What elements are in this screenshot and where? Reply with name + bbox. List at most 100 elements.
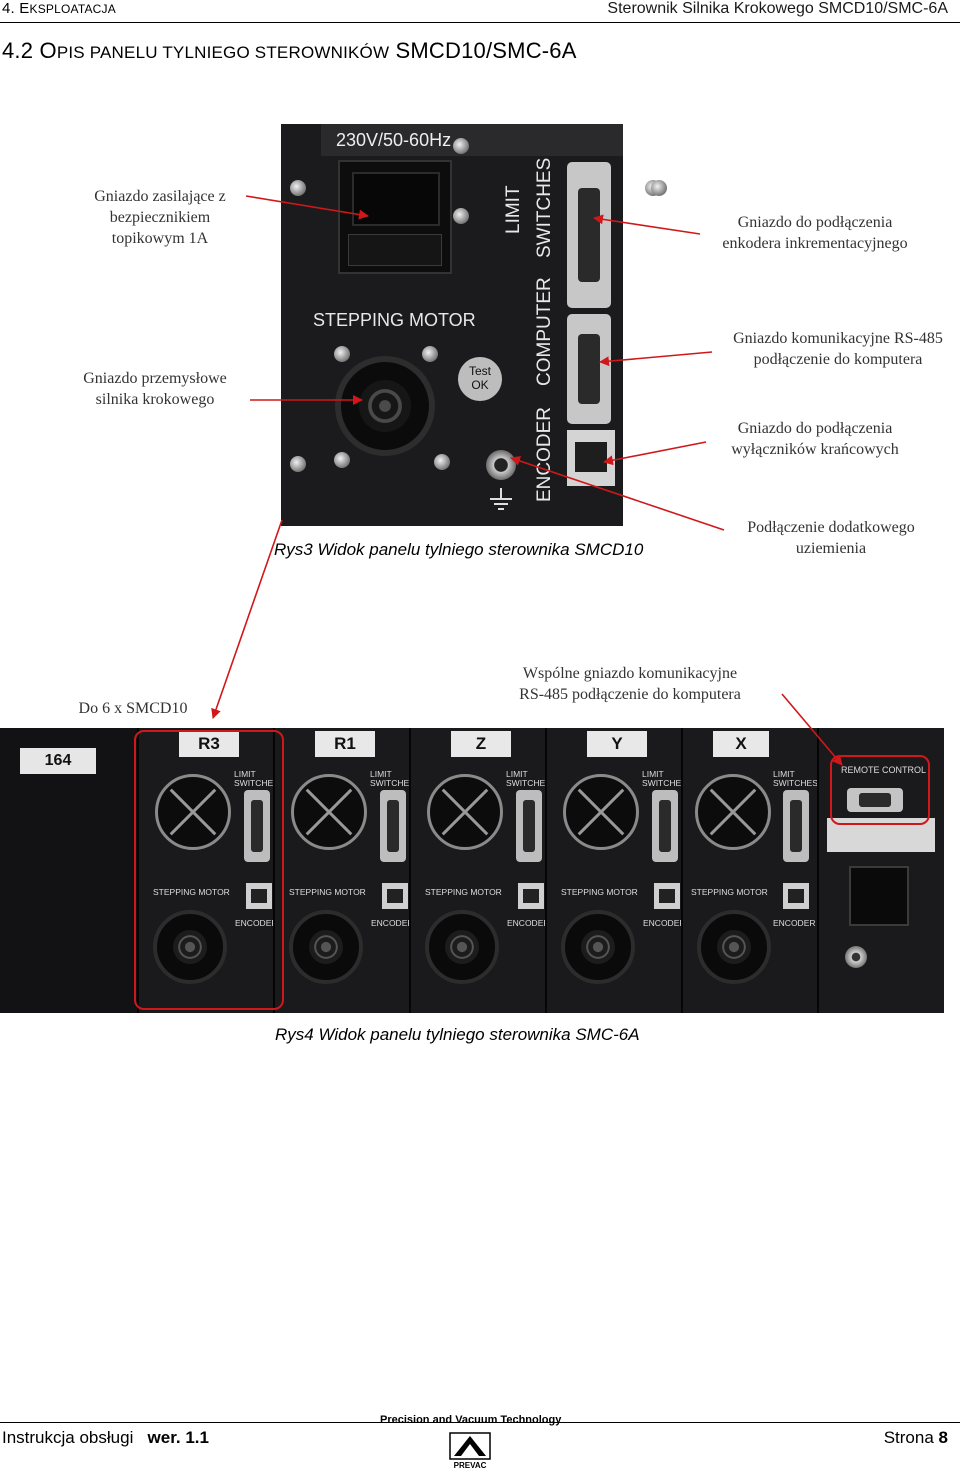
- smcd10-rear-panel: 230V/50-60Hz LIMIT SWITCHES COMPUTER ENC…: [281, 124, 667, 526]
- fan-icon: [563, 774, 639, 850]
- figure2-caption: Rys4 Widok panelu tylniego sterownika SM…: [275, 1025, 640, 1044]
- module-tag: X: [713, 731, 769, 757]
- screw-icon: [453, 138, 469, 154]
- screw-icon: [453, 208, 469, 224]
- encoder-connector: [382, 883, 408, 909]
- header-divider: [0, 22, 960, 23]
- encoder-connector: [518, 883, 544, 909]
- document-title: Sterownik Silnika Krokowego SMCD10/SMC-6…: [607, 0, 948, 17]
- screw-icon: [422, 346, 438, 362]
- test-ok-badge: Test OK: [458, 357, 502, 401]
- annotation-up-to-six: Do 6 x SMCD10: [78, 700, 188, 717]
- footer-divider: [0, 1422, 960, 1423]
- computer-rs485-connector: [567, 314, 611, 424]
- figure1-caption: Rys3 Widok panelu tylniego sterownika SM…: [274, 540, 644, 559]
- prevac-logo: PREVAC: [449, 1432, 491, 1470]
- company-tagline: Precision and Vacuum Technology: [380, 1414, 562, 1426]
- fan-icon: [427, 774, 503, 850]
- highlight-module-box: [134, 730, 284, 1010]
- screw-icon: [434, 454, 450, 470]
- footer-page: Strona 8: [883, 1428, 948, 1447]
- limit-switches-connector: [652, 790, 678, 862]
- motor-connector: [425, 910, 499, 984]
- ok-label: OK: [471, 378, 489, 392]
- encoder-connector: [654, 883, 680, 909]
- limit-switches-connector: [783, 790, 809, 862]
- footer-manual: Instrukcja obsługi wer. 1.1: [2, 1428, 209, 1447]
- motor-connector: [561, 910, 635, 984]
- remote-control-label: REMOTE CONTROL: [841, 765, 927, 775]
- voltage-bar: [321, 124, 623, 156]
- stepping-motor-label: STEPPING MOTOR: [153, 887, 230, 897]
- svg-text:PREVAC: PREVAC: [454, 1461, 487, 1470]
- annotation-ground: Podłączenie dodatkowego uziemienia: [747, 519, 915, 557]
- remote-control-connector: [847, 788, 903, 812]
- module-tag: R3: [179, 731, 239, 757]
- encoder-label: ENCODER: [773, 918, 816, 928]
- module-tag: R1: [315, 731, 375, 757]
- stepping-motor-label: STEPPING MOTOR: [691, 887, 768, 897]
- power-inlet: [338, 160, 452, 274]
- arrow-up-to-six: [211, 519, 283, 719]
- annotation-limit-socket: Gniazdo do podłączenia wyłączników krańc…: [731, 420, 899, 458]
- voltage-label: 230V/50-60Hz: [336, 130, 452, 150]
- encoder-label: ENCODER: [235, 918, 278, 928]
- encoder-connector: [246, 883, 272, 909]
- arrow-encoder-socket: [593, 214, 701, 235]
- encoder-connector: [567, 430, 615, 486]
- limit-switches-connector: [516, 790, 542, 862]
- screw-icon: [334, 346, 350, 362]
- arrow-rs485-socket: [599, 351, 713, 367]
- ground-post: [845, 946, 867, 968]
- ground-icon: [490, 488, 512, 514]
- encoder-label: ENCODER: [643, 918, 686, 928]
- limit-switches-connector: [380, 790, 406, 862]
- annotation-motor-socket: Gniazdo przemysłowe silnika krokowego: [83, 370, 227, 408]
- module-tag: Y: [587, 731, 647, 757]
- chapter-heading: 4. EKSPLOATACJA: [2, 0, 116, 17]
- stepping-motor-label: STEPPING MOTOR: [313, 310, 476, 330]
- power-inlet: [849, 866, 909, 926]
- motor-connector: [289, 910, 363, 984]
- stepping-motor-label: STEPPING MOTOR: [561, 887, 638, 897]
- fan-icon: [291, 774, 367, 850]
- arrow-ground: [510, 456, 725, 531]
- encoder-label: ENCODER: [371, 918, 414, 928]
- section-title: 4.2 OPIS PANELU TYLNIEGO STEROWNIKÓW SMC…: [2, 38, 577, 63]
- fan-icon: [695, 774, 771, 850]
- rack-id-label: 164: [20, 748, 96, 774]
- screw-icon: [290, 180, 306, 196]
- annotation-power-socket: Gniazdo zasilające z bezpiecznikiem topi…: [94, 188, 226, 247]
- fan-icon: [155, 774, 231, 850]
- test-label: Test: [468, 364, 491, 378]
- motor-connector: [153, 910, 227, 984]
- screw-icon: [334, 452, 350, 468]
- stepping-motor-label: STEPPING MOTOR: [289, 887, 366, 897]
- arrow-common-socket: [781, 693, 843, 766]
- annotation-common-socket: Wspólne gniazdo komunikacyjne RS-485 pod…: [519, 665, 741, 703]
- annotation-rs485-socket: Gniazdo komunikacyjne RS-485 podłączenie…: [733, 330, 943, 368]
- encoder-connector: [783, 883, 809, 909]
- arrow-power-socket: [245, 195, 369, 220]
- stepping-motor-label: STEPPING MOTOR: [425, 887, 502, 897]
- motor-connector: [335, 356, 435, 456]
- annotation-encoder-socket: Gniazdo do podłączenia enkodera inkremen…: [722, 214, 908, 252]
- module-tag: Z: [451, 731, 511, 757]
- highlight-remote-control-box: [830, 755, 930, 825]
- encoder-label: ENCODER: [507, 918, 550, 928]
- motor-connector: [697, 910, 771, 984]
- screw-icon: [651, 180, 667, 196]
- prevac-logo-icon: PREVAC: [449, 1432, 491, 1470]
